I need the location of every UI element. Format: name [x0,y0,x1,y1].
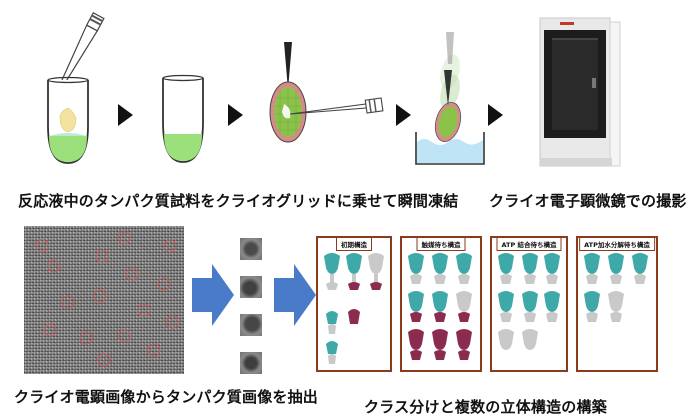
cryo-grid-pipette-illustration [269,42,384,143]
tube-illustration [162,74,204,163]
structure-panel-catalysis-waiting: 触媒待ち構造 [400,236,482,372]
particle-image-3 [240,314,262,336]
process-arrow-2 [228,104,243,126]
structure-panel-atp-binding-waiting: ATP 結合待ち構造 [490,236,568,372]
structure-models [408,253,472,360]
process-arrow-4 [488,104,503,126]
structure-panel-initial: 初期構造 [316,236,392,372]
particle-markers [35,231,179,367]
caption-step-imaging: クライオ電子顕微鏡での撮影 [489,192,687,210]
structure-panel-atp-hydrolysis-waiting: ATP加水分解待ち構造 [576,236,658,372]
particle-image-1 [240,238,262,260]
particle-image-2 [240,276,262,298]
plunge-freeze-illustration [415,32,485,165]
particle-image-4 [240,352,262,374]
cryo-em-microscope-illustration [539,17,621,167]
tube-with-pipette-illustration [47,12,105,164]
structure-models [498,253,560,350]
process-arrow-1 [118,104,133,126]
cryo-em-micrograph [24,226,184,374]
panel-title: 触媒待ち構造 [416,237,466,251]
structure-models [324,253,384,364]
caption-step-classification: クラス分けと複数の立体構造の構築 [364,398,607,416]
blue-arrow-2 [274,264,316,326]
caption-step-extraction: クライオ電顕画像からタンパク質画像を抽出 [14,388,319,406]
structure-models [584,253,648,322]
panel-title: 初期構造 [336,237,372,251]
process-arrow-3 [396,104,411,126]
blue-arrow-1 [192,264,234,326]
panel-title: ATP 結合待ち構造 [496,237,562,251]
panel-title: ATP加水分解待ち構造 [579,237,655,251]
caption-step-freeze: 反応液中のタンパク質試料をクライオグリッドに乗せて瞬間凍結 [18,192,459,210]
